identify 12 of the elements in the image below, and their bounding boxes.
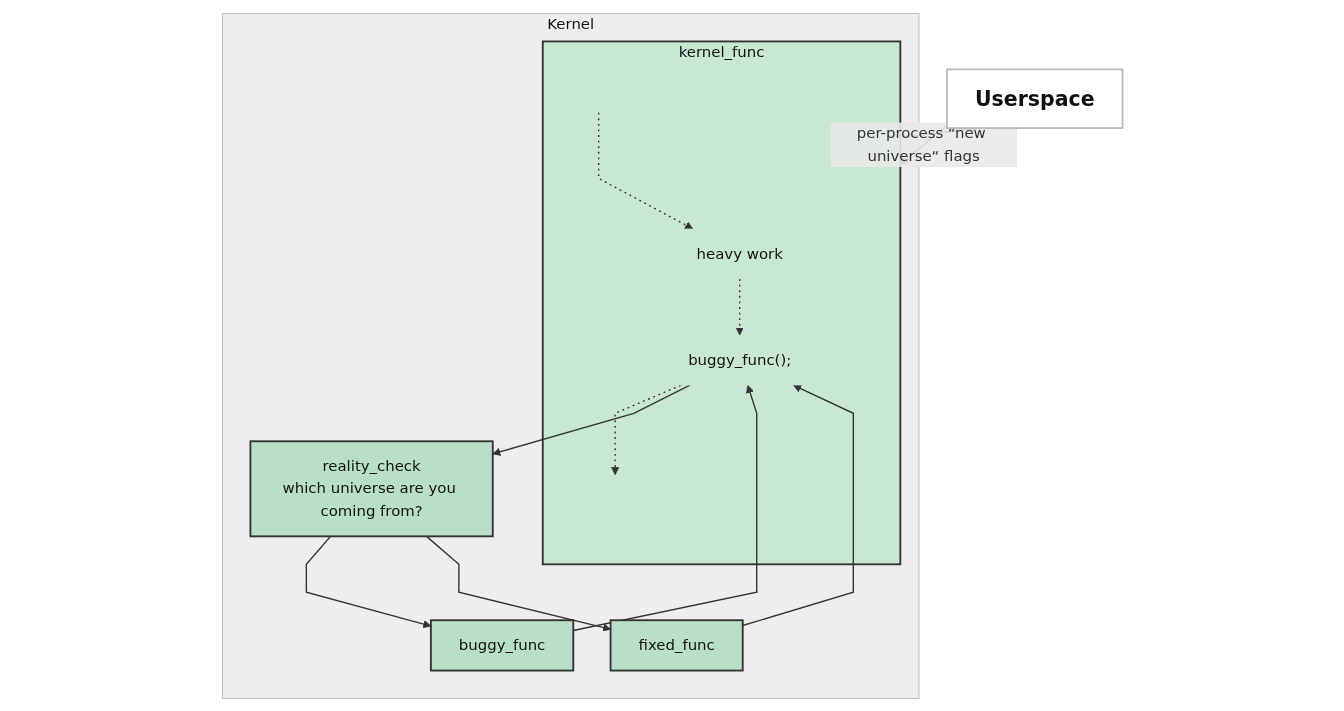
node-text: heavy work (696, 244, 783, 262)
arrow (610, 384, 681, 475)
node-text: buggy_func(); (687, 350, 791, 369)
node-box: Userspace (945, 67, 1123, 129)
arrow (572, 384, 757, 631)
node-box: buggy_func (429, 618, 574, 671)
arrow (597, 111, 693, 229)
arrow (425, 535, 611, 631)
node-box: fixed_func (609, 618, 744, 671)
arrow (735, 277, 744, 335)
node-box: reality_check which universe are you coming from? (249, 439, 494, 537)
arrow (305, 535, 431, 628)
